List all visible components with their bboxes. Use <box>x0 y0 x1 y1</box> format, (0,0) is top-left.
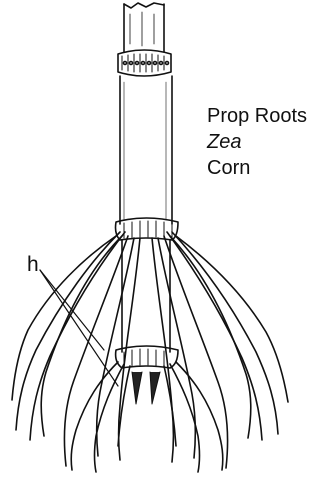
lower-stalk <box>122 240 170 352</box>
lower-prop-roots <box>71 362 223 472</box>
upper-prop-roots <box>12 232 288 468</box>
marker-label-h: h <box>27 253 39 277</box>
common-name-label: Corn <box>207 156 250 180</box>
main-stalk <box>120 76 172 224</box>
genus-label: Zea <box>207 130 241 154</box>
upper-stem <box>124 3 164 52</box>
upper-root-whorl <box>116 218 179 240</box>
stem-node-ring <box>118 50 171 76</box>
diagram-title: Prop Roots <box>207 104 307 128</box>
